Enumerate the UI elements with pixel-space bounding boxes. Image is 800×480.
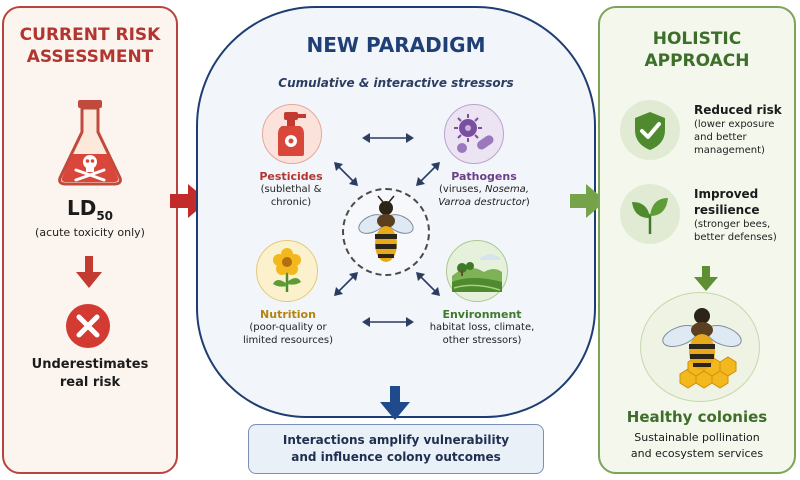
healthy-colonies-line: and ecosystem services [630,447,764,460]
reduced-risk-desc: management) [694,145,765,156]
bee-honeycomb-icon [662,308,742,389]
result-line: real risk [59,375,121,390]
interactions-text: Interactions amplify vulnerability and i… [248,432,544,466]
flask-skull-icon [58,100,122,186]
current-risk-panel [2,6,178,474]
interactions-line: and influence colony outcomes [291,450,501,464]
nutrition-desc: limited resources) [242,335,334,346]
double-arrow-icon [334,272,358,296]
pathogens-desc: Varroa destructor) [424,196,544,209]
double-arrow-icon [334,162,358,186]
pathogens-desc-part: ) [525,197,530,208]
resilience-title: resilience [694,203,760,217]
healthy-colonies-line: Sustainable pollination [634,431,760,444]
spray-bottle-icon [278,112,306,156]
title-line: HOLISTIC [652,29,742,49]
underestimates-text: Underestimates real risk [2,356,178,392]
nutrition-text: Nutrition (poor-quality or limited resou… [232,308,344,347]
pathogens-desc-part: (viruses, [439,184,485,195]
nutrition-desc: (poor-quality or [249,322,327,333]
ld-subscript: 50 [96,209,114,223]
ld-text: LD [66,196,97,220]
down-arrow-icon [76,256,102,288]
environment-label: Environment [442,308,522,321]
pathogens-desc: (viruses, Nosema, [424,183,544,196]
title-line: APPROACH [644,51,750,71]
leaves-icon [632,198,668,234]
title-line: ASSESSMENT [26,47,154,67]
environment-desc: other stressors) [442,335,522,346]
interactions-box [248,424,544,474]
pesticides-text: Pesticides (sublethal & chronic) [236,170,346,209]
double-arrow-icon [416,162,440,186]
double-arrow-icon [416,272,440,296]
down-arrow-icon [380,386,410,420]
interactions-line: Interactions amplify vulnerability [282,433,510,447]
holistic-title: HOLISTIC APPROACH [598,28,796,72]
environment-desc: habitat loss, climate, [429,322,535,333]
new-paradigm-panel [196,6,596,418]
environment-text: Environment habitat loss, climate, other… [420,308,544,347]
healthy-colonies-desc: Sustainable pollination and ecosystem se… [598,430,796,462]
pesticides-desc: (sublethal & [260,184,322,195]
down-arrow-icon [694,266,718,291]
reduced-risk-desc: and better [694,132,747,143]
landscape-icon [452,254,502,292]
double-arrow-icon [362,317,414,327]
resilience-title: Improved [694,187,759,201]
current-risk-title: CURRENT RISK ASSESSMENT [2,24,178,68]
shield-check-icon [635,112,665,150]
result-line: Underestimates [31,357,149,372]
ld50-label: LD50 [2,196,178,223]
resilience-desc: better defenses) [694,232,777,243]
pathogens-label: Pathogens [451,170,517,183]
reduced-risk-text: Reduced risk (lower exposure and better … [694,102,794,157]
reduced-risk-title: Reduced risk [694,103,782,117]
ld50-note: (acute toxicity only) [35,226,145,239]
paradigm-subtitle: Cumulative & interactive stressors [278,76,514,90]
reduced-risk-desc: (lower exposure [694,119,775,130]
healthy-colonies-title: Healthy colonies [626,408,768,426]
resilience-desc: (stronger bees, [694,219,771,230]
pathogens-desc-italic: Nosema, [484,184,529,195]
nutrition-label: Nutrition [260,308,316,321]
pathogens-desc-italic: Varroa destructor [438,197,526,208]
improved-resilience-text: Improved resilience (stronger bees, bett… [694,186,794,244]
pesticides-desc: chronic) [270,197,312,208]
new-paradigm-title: NEW PARADIGM [306,33,486,57]
x-circle-icon [66,304,110,348]
flower-icon [273,248,301,292]
double-arrow-icon [362,133,414,143]
virus-icon [454,114,494,153]
pathogens-text: Pathogens (viruses, Nosema, Varroa destr… [424,170,544,209]
bee-icon [358,195,414,262]
title-line: CURRENT RISK [19,25,161,45]
right-arrow-icon [570,184,606,218]
pesticides-label: Pesticides [259,170,323,183]
